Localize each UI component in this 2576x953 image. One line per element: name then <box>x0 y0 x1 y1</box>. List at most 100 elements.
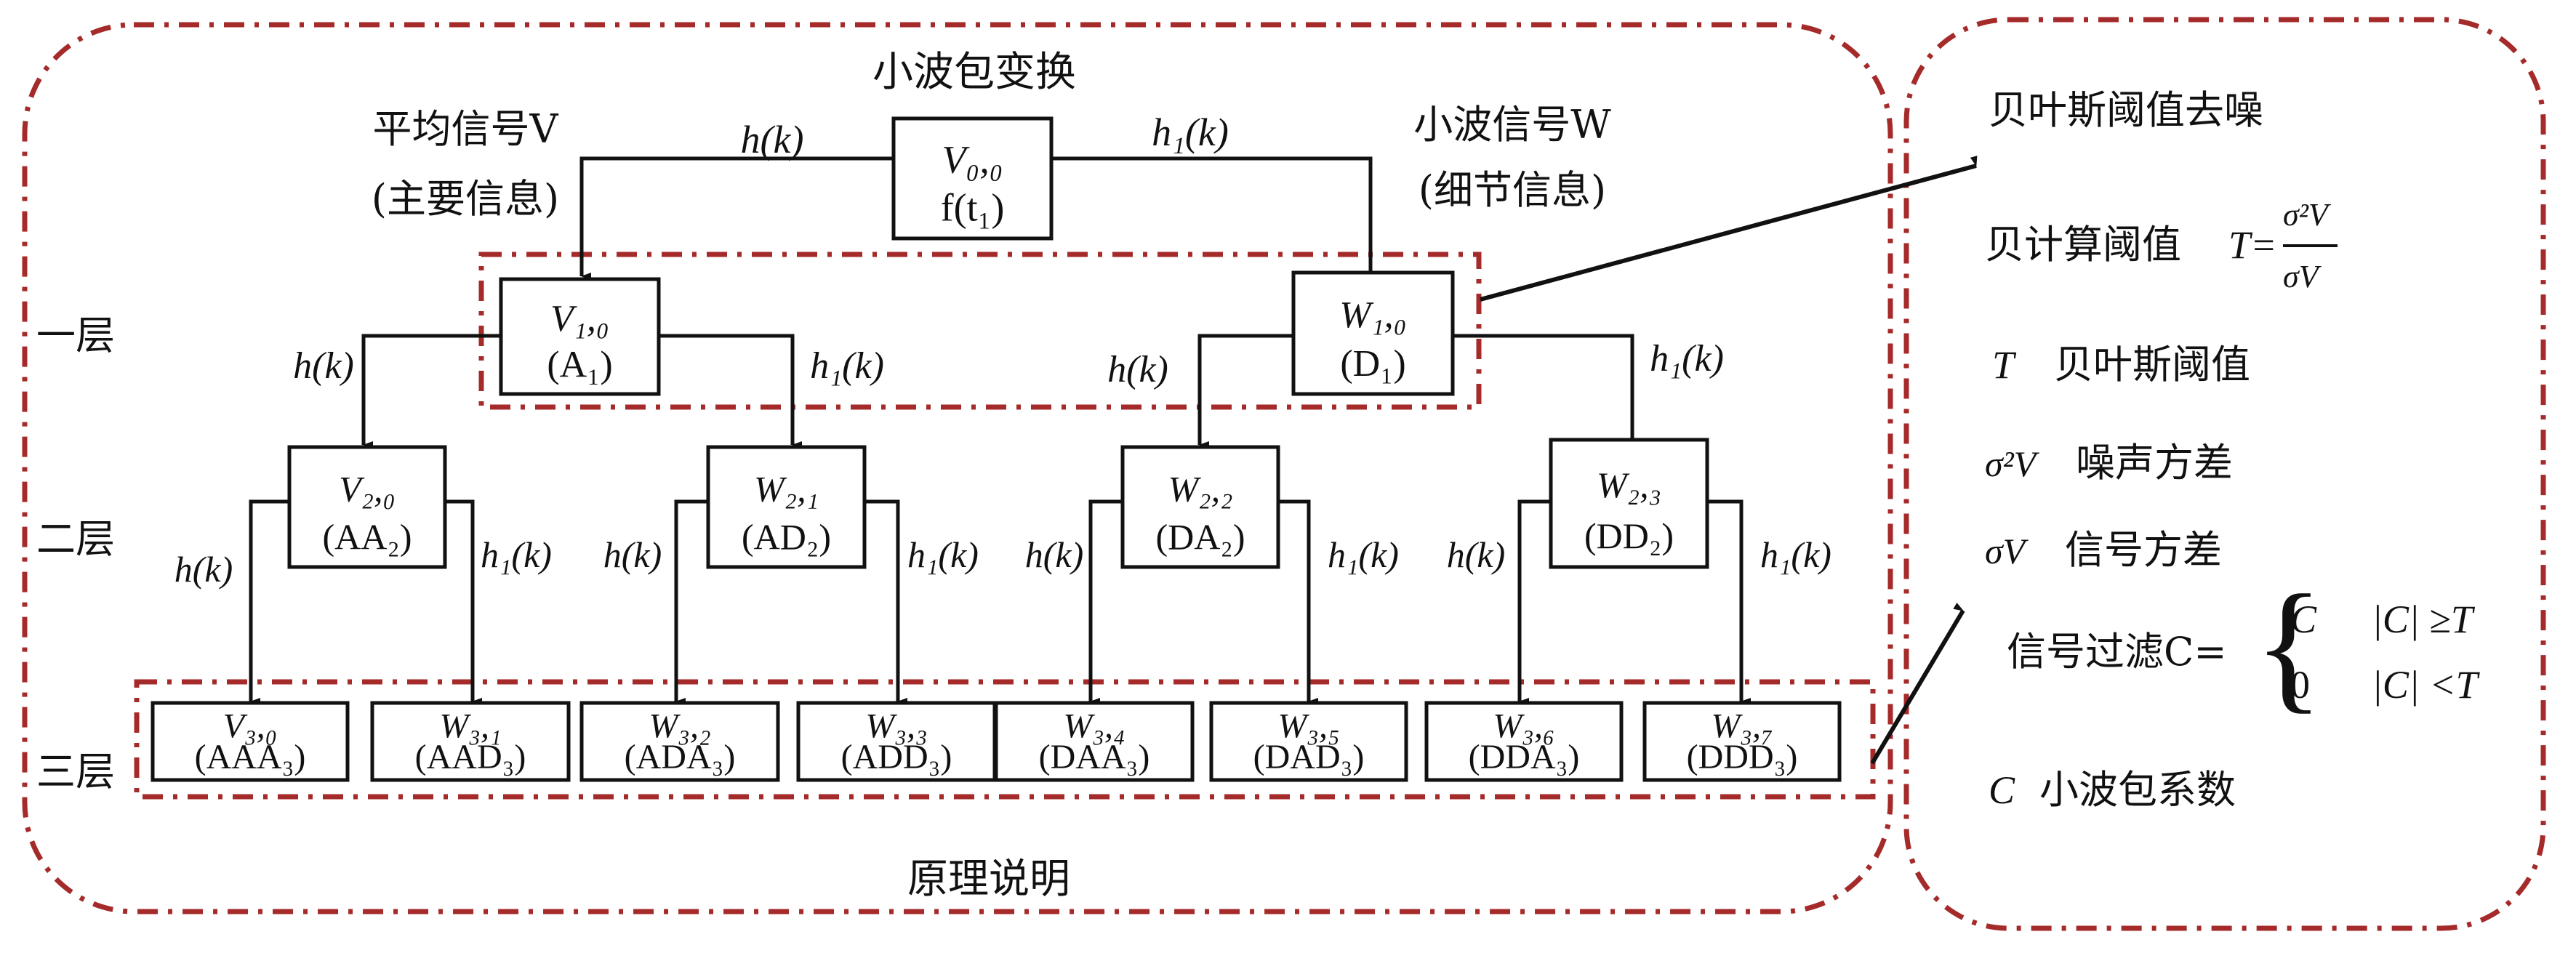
level2-node-2-box <box>1120 445 1280 569</box>
item-symbol-0: T <box>1992 343 2017 387</box>
level2-node-1-box <box>706 445 867 569</box>
l2-node-1-high-filter-label: h₁(k) <box>907 534 979 575</box>
l2-node-3-high-filter-label: h₁(k) <box>1760 534 1831 575</box>
calc-lhs: T= <box>2228 223 2276 267</box>
l2-node-3-low-filter-label: h(k) <box>1447 534 1506 575</box>
level3-node-5-box <box>1209 701 1408 782</box>
l2-node-3-low-branch <box>1517 499 1551 705</box>
level3-node-3-label: (ADD₃) <box>841 738 952 776</box>
panel-title: 贝叶斯阈值去噪 <box>1989 87 2263 133</box>
principle-frame <box>22 22 1893 914</box>
case-value-0: C <box>2290 598 2317 641</box>
decomposition-tree: h(k) h₁(k) V₀,₀f(t₁) h(k) h₁(k) h(k) h₁(k) V₁,₀… <box>151 110 1842 782</box>
level2-node-0-box <box>287 445 447 569</box>
l1-node-1-low-branch <box>1197 334 1293 449</box>
level2-node-3-label: (DD₂) <box>1584 515 1674 556</box>
level2-node-1-label: (AD₂) <box>742 516 831 557</box>
level3-node-1-box <box>370 701 571 782</box>
level1-node-1-box <box>1291 270 1455 396</box>
level2-node-1-symbol: W₂,₁ <box>754 468 819 509</box>
item-symbol-1: σ²V <box>1985 443 2040 484</box>
brace: { <box>2254 566 2324 726</box>
l1-node-1-high-filter-label: h₁(k) <box>1650 338 1724 379</box>
l2-node-1-low-filter-label: h(k) <box>603 534 662 575</box>
left-label-line2: (主要信息) <box>372 176 559 222</box>
level3-node-4-symbol: W₃,₄ <box>1063 707 1125 746</box>
level1-node-1-label: (D₁) <box>1340 343 1405 385</box>
level3-frame <box>134 679 1876 800</box>
denoise-frame <box>1903 17 2546 931</box>
root-node-symbol: V₀,₀ <box>942 137 1003 181</box>
root-high-branch <box>1051 156 1380 280</box>
level3-node-4-label: (DAA₃) <box>1039 738 1150 776</box>
level3-node-3-symbol: W₃,₃ <box>865 707 927 746</box>
layer-label-2: 二层 <box>36 516 115 562</box>
level3-node-2-label: (ADA₃) <box>625 738 736 776</box>
l2-node-0-low-filter-label: h(k) <box>174 549 233 590</box>
level3-node-0-label: (AAA₃) <box>195 738 306 776</box>
root-node-box <box>891 116 1054 241</box>
calc-label: 贝计算阈值 <box>1985 222 2181 268</box>
l2-node-0-high-filter-label: h₁(k) <box>481 534 552 575</box>
level3-node-6-label: (DDA₃) <box>1469 738 1580 776</box>
l2-node-3-high-branch <box>1707 499 1751 705</box>
level2-node-3-box <box>1549 438 1709 569</box>
arrow-to-panel-top <box>1480 156 1978 302</box>
l2-node-1-high-branch <box>864 499 907 705</box>
level1-node-0-label: (A₁) <box>547 344 612 385</box>
calc-denominator: σV <box>2283 259 2322 294</box>
level1-node-1-symbol: W₁,₀ <box>1339 294 1406 336</box>
level2-node-2-symbol: W₂,₂ <box>1168 468 1233 509</box>
l1-node-1-low-filter-label: h(k) <box>1107 349 1168 390</box>
l2-node-0-low-branch <box>249 499 289 705</box>
calc-numerator: σ²V <box>2283 197 2332 233</box>
level3-node-2-symbol: W₃,₂ <box>649 707 710 746</box>
level3-node-5-label: (DAD₃) <box>1253 738 1365 776</box>
left-label-line1: 平均信号V <box>373 106 559 152</box>
level3-node-6-symbol: W₃,₆ <box>1493 707 1554 746</box>
l1-node-0-high-branch <box>659 334 802 449</box>
coef-symbol: C <box>1989 768 2015 812</box>
level1-frame <box>478 252 1482 410</box>
item-desc-2: 信号方差 <box>2065 527 2222 573</box>
level3-node-5-symbol: W₃,₅ <box>1277 707 1339 746</box>
level2-node-3-symbol: W₂,₃ <box>1597 465 1661 505</box>
case-cond-0: |C| ≥T <box>2372 598 2476 641</box>
l2-node-2-high-filter-label: h₁(k) <box>1328 534 1399 575</box>
l2-node-2-low-filter-label: h(k) <box>1025 534 1084 575</box>
arrow-to-panel-bottom <box>1870 603 1965 765</box>
layer-label-3: 三层 <box>36 749 115 795</box>
level3-node-2-box <box>579 701 780 782</box>
main-title: 小波包变换 <box>872 49 1076 96</box>
level3-node-7-symbol: W₃,₇ <box>1711 707 1773 746</box>
level3-node-0-symbol: V₃,₀ <box>223 707 278 746</box>
caption: 原理说明 <box>907 856 1070 903</box>
level3-node-0-box <box>151 701 350 782</box>
l1-node-0-low-filter-label: h(k) <box>293 345 354 387</box>
level3-node-3-box <box>796 701 997 782</box>
item-desc-1: 噪声方差 <box>2076 440 2233 486</box>
l2-node-2-low-branch <box>1088 499 1123 705</box>
item-symbol-2: σV <box>1985 531 2029 571</box>
level3-node-4-box <box>994 701 1195 782</box>
filter-label: 信号过滤C= <box>2007 629 2227 675</box>
right-label-line2: (细节信息) <box>1419 167 1606 213</box>
item-desc-0: 贝叶斯阈值 <box>2054 342 2250 387</box>
level3-node-1-label: (AAD₃) <box>415 738 526 776</box>
level2-node-0-label: (AA₂) <box>323 516 412 557</box>
l1-node-0-low-branch <box>361 334 501 449</box>
root-high-filter-label: h₁(k) <box>1152 110 1229 154</box>
level3-node-7-label: (DDD₃) <box>1687 738 1798 776</box>
level1-node-0-box <box>499 277 661 396</box>
root-node-label: f(t₁) <box>941 185 1005 229</box>
level3-node-1-symbol: W₃,₁ <box>439 707 501 746</box>
case-value-1: 0 <box>2290 663 2310 707</box>
coef-desc: 小波包系数 <box>2039 767 2236 813</box>
level1-node-0-symbol: V₁,₀ <box>550 298 609 339</box>
root-low-branch <box>579 156 894 280</box>
layer-label-1: 一层 <box>36 313 115 358</box>
root-low-filter-label: h(k) <box>741 118 804 161</box>
l2-node-2-high-branch <box>1278 499 1318 705</box>
l2-node-1-low-branch <box>674 499 708 705</box>
